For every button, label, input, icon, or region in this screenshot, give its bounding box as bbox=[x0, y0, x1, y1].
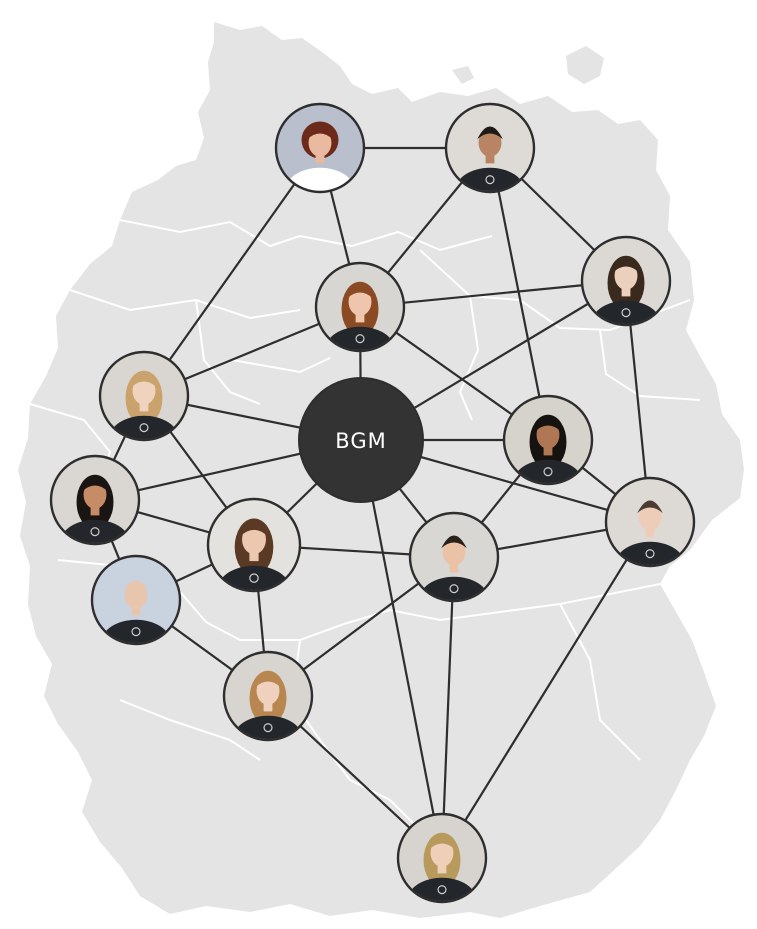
person-node bbox=[90, 554, 182, 646]
node-ring bbox=[580, 235, 672, 327]
person-photo bbox=[583, 238, 669, 324]
person-photo bbox=[505, 397, 591, 483]
map-island bbox=[452, 66, 474, 84]
bgm-hub: BGM bbox=[298, 377, 424, 503]
map-island bbox=[566, 46, 604, 84]
person-node bbox=[604, 476, 696, 568]
state-border-line bbox=[299, 230, 493, 252]
person-nodes bbox=[49, 102, 696, 904]
person-photo bbox=[607, 479, 693, 565]
person-photo bbox=[411, 514, 497, 600]
connection-line bbox=[143, 147, 321, 397]
node-ring bbox=[396, 812, 488, 904]
node-ring bbox=[222, 650, 314, 742]
connection-line bbox=[440, 556, 456, 859]
person-node bbox=[98, 350, 190, 442]
state-border-line bbox=[599, 329, 701, 401]
node-ring bbox=[604, 476, 696, 568]
person-photo bbox=[52, 457, 138, 543]
node-ring bbox=[90, 554, 182, 646]
person-node bbox=[274, 102, 366, 194]
person-photo bbox=[317, 264, 403, 350]
person-photo bbox=[101, 353, 187, 439]
person-node bbox=[314, 261, 406, 353]
person-node bbox=[502, 394, 594, 486]
node-ring bbox=[314, 261, 406, 353]
person-photo bbox=[399, 815, 485, 901]
person-photo bbox=[277, 105, 363, 191]
state-border-line bbox=[349, 779, 421, 831]
person-photo bbox=[225, 653, 311, 739]
node-ring bbox=[502, 394, 594, 486]
node-ring bbox=[444, 102, 536, 194]
node-ring bbox=[274, 102, 366, 194]
state-border-line bbox=[343, 583, 661, 625]
node-ring bbox=[408, 511, 500, 603]
state-border-line bbox=[195, 299, 261, 405]
person-node bbox=[408, 511, 500, 603]
person-node bbox=[396, 812, 488, 904]
state-border-line bbox=[458, 295, 480, 421]
state-borders bbox=[29, 219, 701, 831]
person-node bbox=[444, 102, 536, 194]
connection-line bbox=[359, 439, 444, 859]
node-ring bbox=[49, 454, 141, 546]
hub-label: BGM bbox=[335, 429, 386, 453]
node-ring bbox=[98, 350, 190, 442]
state-border-line bbox=[119, 699, 261, 761]
person-node bbox=[206, 497, 302, 593]
connection-line bbox=[441, 521, 651, 859]
connection-line bbox=[488, 147, 550, 441]
hub-circle bbox=[298, 377, 424, 503]
person-photo bbox=[93, 557, 179, 643]
node-ring bbox=[206, 497, 302, 593]
person-photo bbox=[447, 105, 533, 191]
person-node bbox=[49, 454, 141, 546]
person-node bbox=[580, 235, 672, 327]
state-border-line bbox=[205, 621, 345, 641]
state-border-line bbox=[559, 603, 641, 761]
state-border-line bbox=[231, 357, 331, 374]
state-border-line bbox=[119, 219, 301, 248]
person-node bbox=[222, 650, 314, 742]
person-photo bbox=[209, 500, 299, 590]
